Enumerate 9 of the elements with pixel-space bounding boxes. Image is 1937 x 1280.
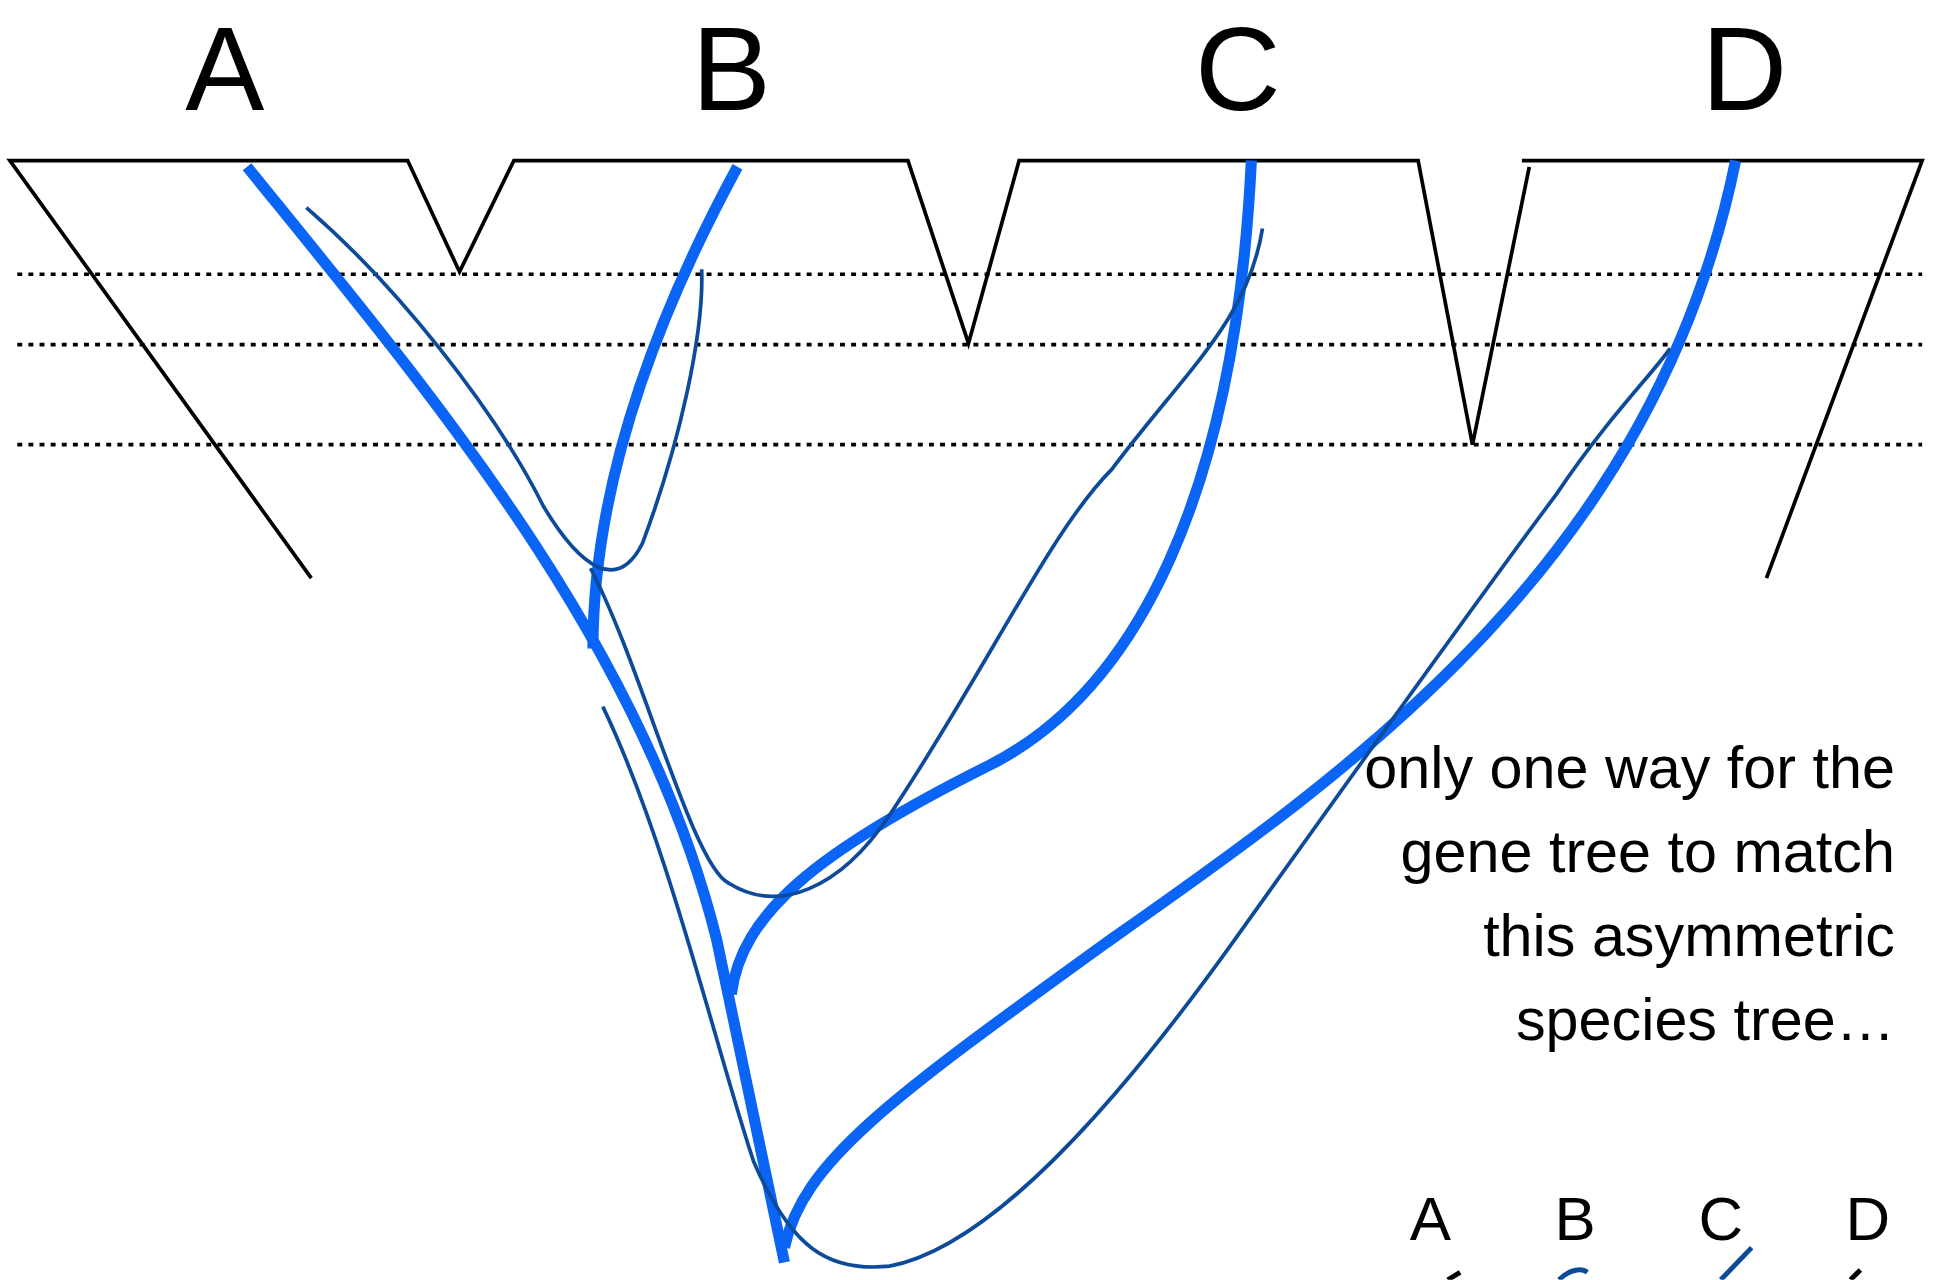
species-label: D: [1845, 1188, 1891, 1251]
species-label: A: [185, 9, 265, 129]
species-label: C: [1194, 9, 1281, 129]
species-label: A: [1409, 1188, 1452, 1251]
note-text: only one way for the gene tree to match this asymmetric species tree…: [1363, 734, 1895, 1055]
species-label: C: [1698, 1188, 1744, 1251]
species-label: B: [1554, 1188, 1596, 1251]
species-label: B: [691, 9, 771, 129]
species-label: D: [1701, 9, 1788, 129]
